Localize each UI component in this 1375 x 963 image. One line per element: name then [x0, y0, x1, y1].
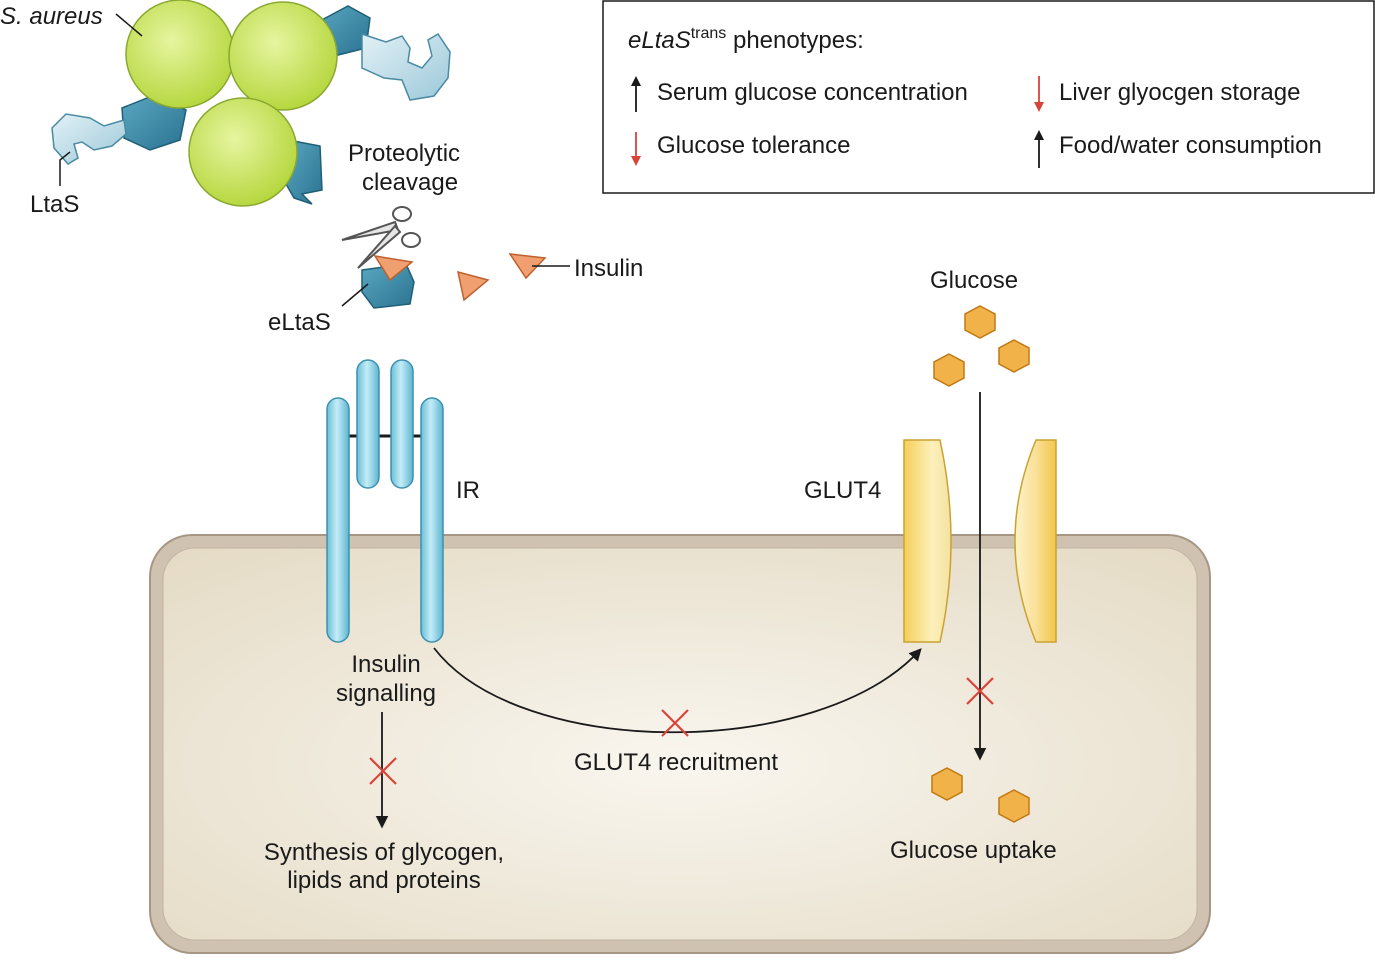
insulin-molecule-1 [457, 270, 490, 302]
phenotypes-legend: eLtaStrans phenotypes: Serum glucose con… [602, 0, 1375, 194]
scissors-icon [341, 206, 421, 269]
insulin-receptor [326, 359, 444, 643]
glucose-uptake-label: Glucose uptake [890, 837, 1057, 864]
legend-title: eLtaStrans phenotypes: [628, 25, 864, 54]
legend-down-arrow-icon [1034, 76, 1044, 112]
inhibition-x-synthesis [369, 757, 397, 785]
glucose-hexagon [964, 305, 996, 339]
legend-box [602, 0, 1375, 194]
insulin-signalling-label-line2: signalling [336, 680, 436, 707]
glucose-label: Glucose [930, 267, 1018, 294]
eltas-protein [361, 254, 415, 309]
glucose-molecules-outside [933, 305, 1030, 387]
synthesis-label-line1: Synthesis of glycogen, [264, 839, 504, 866]
ltas-label: LtaS [30, 191, 79, 218]
legend-down-arrow-icon [631, 132, 641, 166]
cell-cytoplasm [162, 547, 1198, 941]
glut4-transporter [903, 439, 1057, 643]
legend-item-liver-glycogen: Liver glyocgen storage [1059, 79, 1300, 106]
s-aureus-leader [115, 13, 143, 37]
legend-up-arrow-icon [631, 76, 641, 112]
legend-title-superscript: trans [691, 25, 727, 42]
insulin-bound [373, 254, 414, 282]
proteolytic-label: Proteolytic [348, 140, 460, 167]
legend-title-italic: eLtaS [628, 27, 691, 54]
s-aureus-cluster [51, 0, 451, 207]
bacterium-2 [228, 1, 338, 111]
glut4-recruitment-label: GLUT4 recruitment [574, 749, 778, 776]
legend-item-food-water: Food/water consumption [1059, 132, 1322, 159]
glucose-molecules-inside [931, 767, 1030, 823]
legend-item-glucose-tolerance: Glucose tolerance [657, 132, 850, 159]
ir-label: IR [456, 477, 480, 504]
inhibition-x-glucose-uptake [966, 677, 994, 705]
insulin-label: Insulin [574, 255, 643, 282]
eltas-label: eLtaS [268, 309, 331, 336]
glucose-hexagon [998, 789, 1030, 823]
insulin-molecule-2 [508, 253, 547, 280]
synthesis-label-line2: lipids and proteins [287, 867, 480, 894]
cell [149, 534, 1211, 954]
glucose-hexagon [931, 767, 963, 801]
legend-title-rest: phenotypes: [726, 27, 863, 54]
legend-item-serum-glucose: Serum glucose concentration [657, 79, 968, 106]
bacterium-3 [188, 97, 298, 207]
insulin-signalling-label-line1: Insulin [351, 651, 420, 678]
cleavage-label: cleavage [362, 169, 458, 196]
ltas-leader [59, 151, 71, 186]
legend-up-arrow-icon [1034, 130, 1044, 168]
eltas-leader [341, 283, 369, 307]
inhibition-x-glut4-recruitment [661, 709, 689, 737]
glucose-hexagon [998, 339, 1030, 373]
bacterium-1 [125, 0, 235, 109]
glucose-hexagon [933, 353, 965, 387]
glut4-recruitment-arrow [433, 647, 922, 734]
glut4-label: GLUT4 [804, 477, 881, 504]
s-aureus-label: S. aureus [0, 3, 103, 30]
